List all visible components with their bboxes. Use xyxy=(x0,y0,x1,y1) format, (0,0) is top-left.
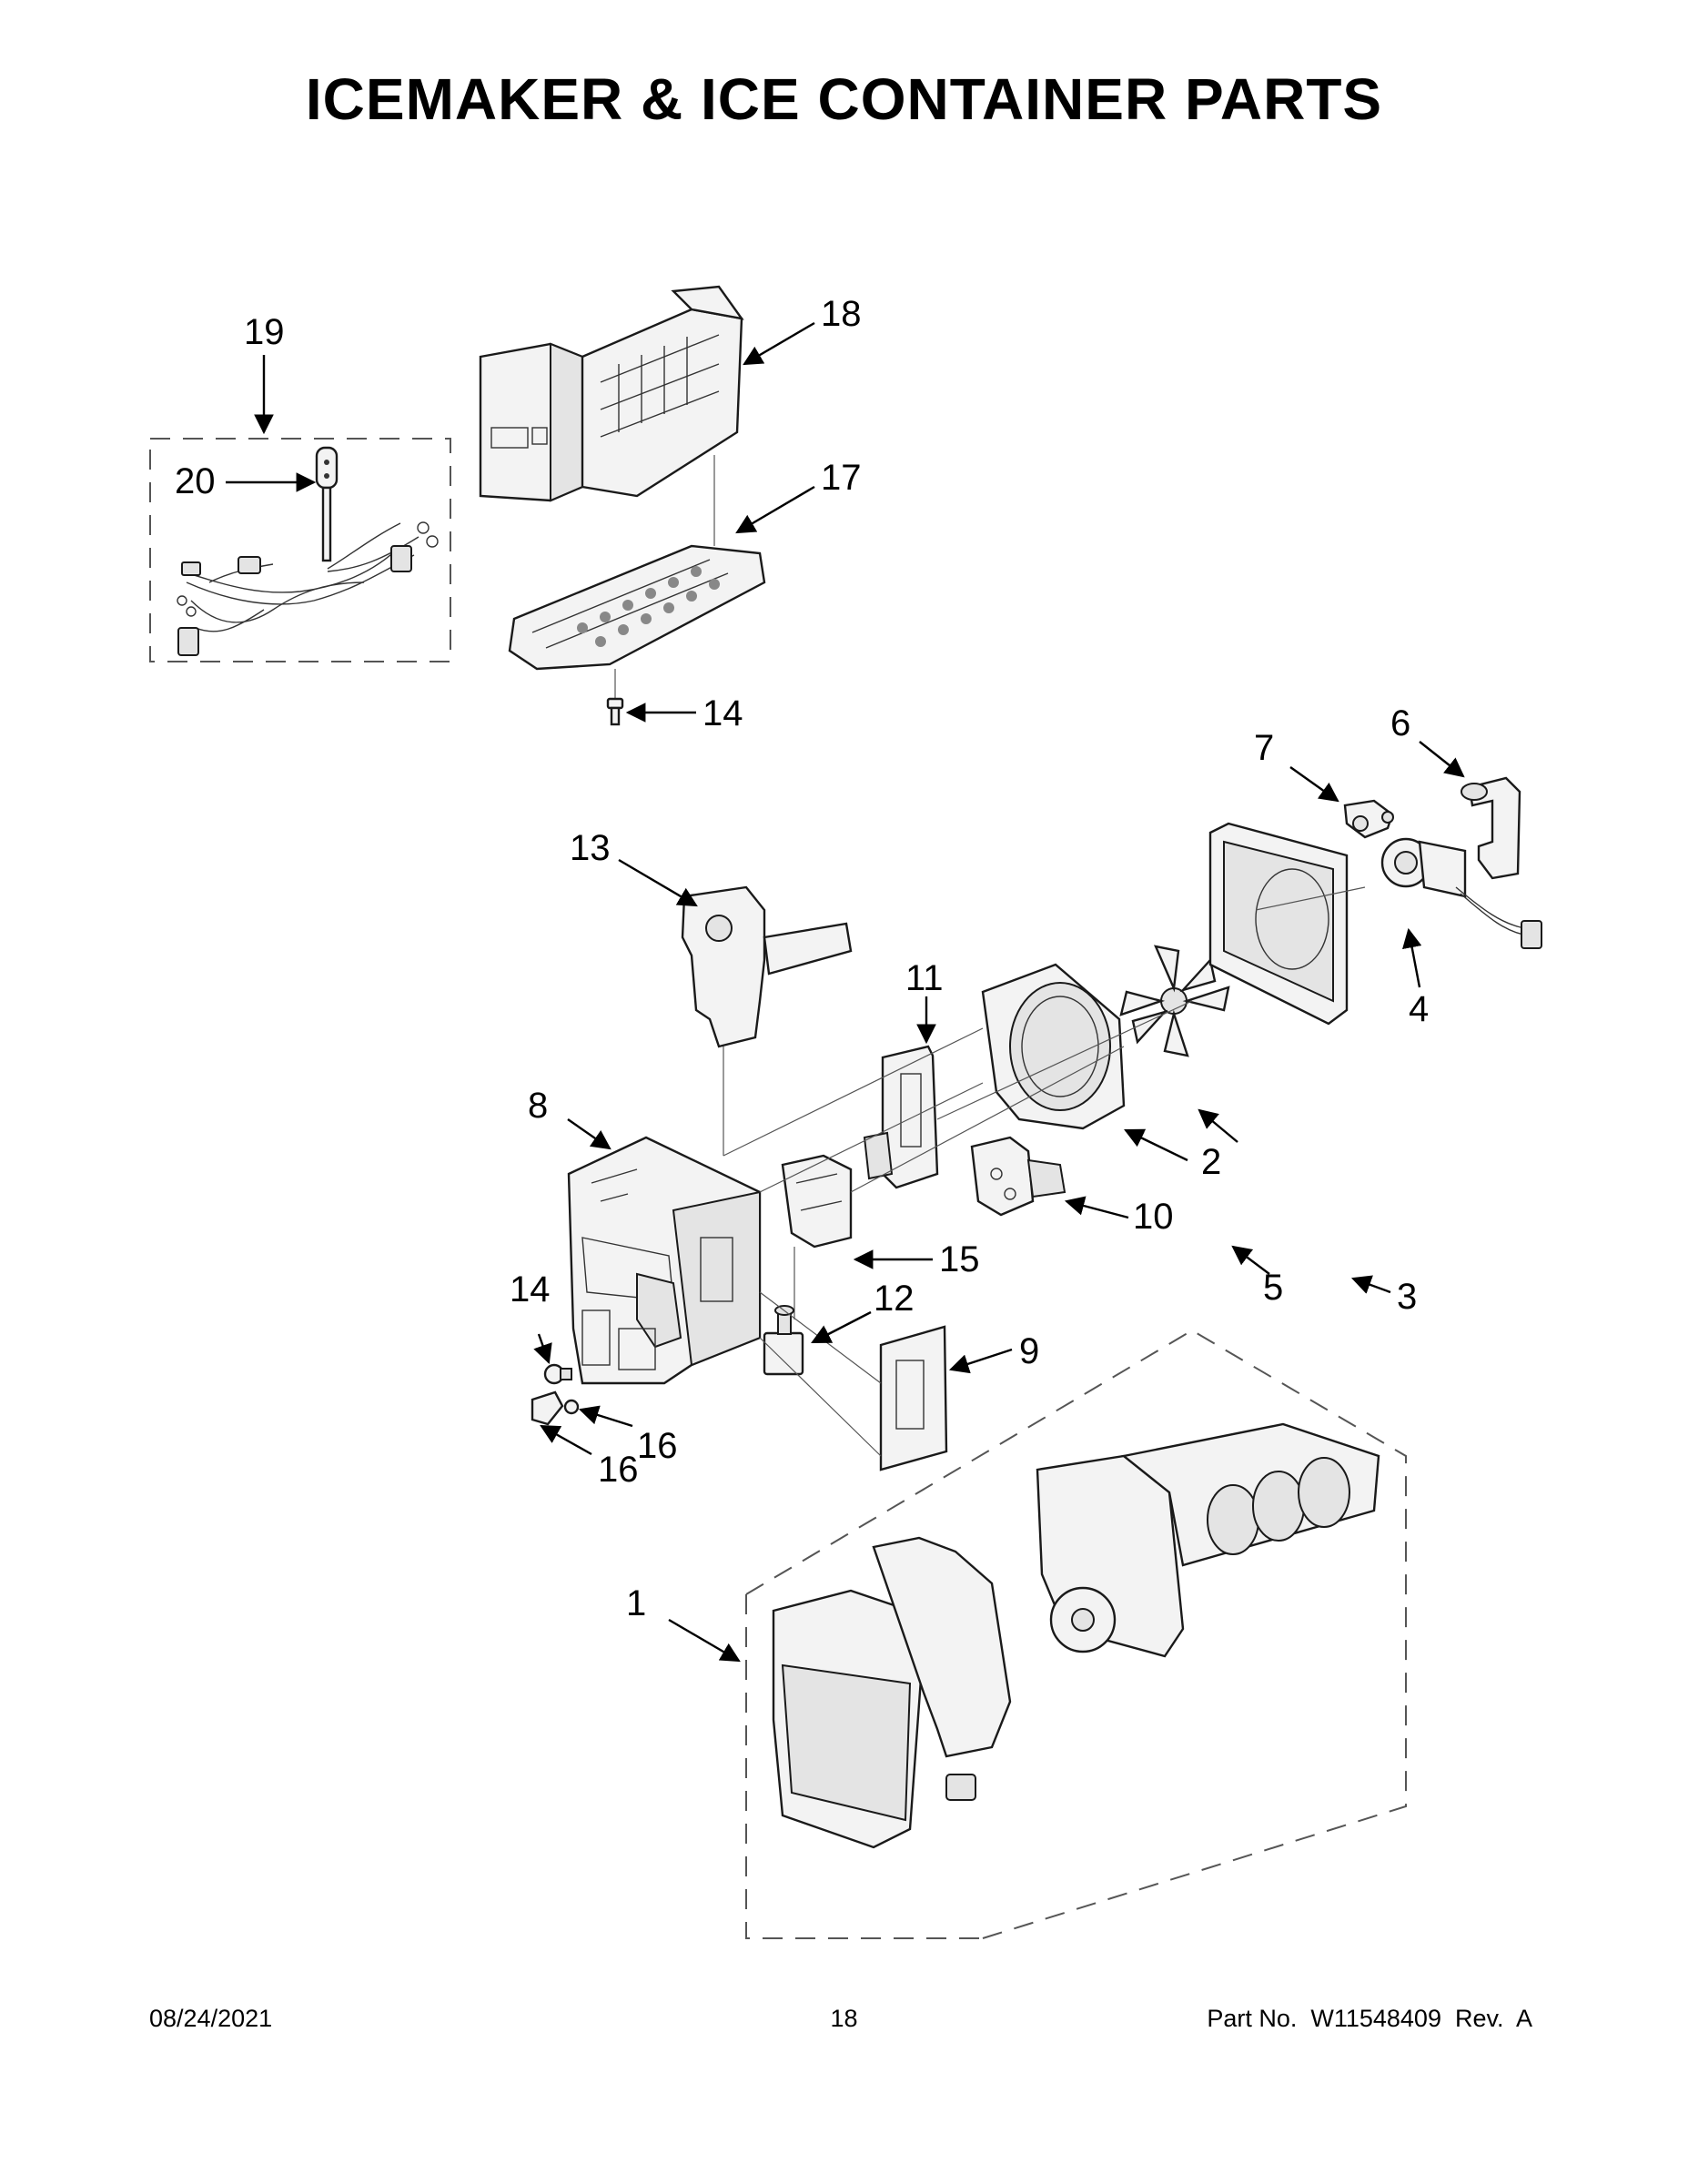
callout-13: 13 xyxy=(570,828,611,868)
fan-shroud-part xyxy=(981,963,1126,1130)
callout-15: 15 xyxy=(939,1239,980,1279)
callout-17: 16 xyxy=(598,1450,639,1490)
fan-blade-part xyxy=(1119,945,1230,1057)
callout-19: 18 xyxy=(821,294,862,334)
footer-page-number: 18 xyxy=(830,2005,858,2032)
wire-harness-kit xyxy=(149,438,451,662)
fan-housing-part xyxy=(1208,822,1366,1026)
fan-motor-part xyxy=(1380,837,1542,949)
callout-16: 16 xyxy=(637,1426,678,1466)
thermistor-part xyxy=(315,446,339,562)
screw-part-lower xyxy=(543,1363,572,1385)
callout-2: 2 xyxy=(1201,1142,1221,1182)
callout-12: 12 xyxy=(874,1279,915,1319)
screw-part xyxy=(606,697,624,726)
harness-wires xyxy=(177,521,439,656)
leader-lines xyxy=(226,321,1465,1663)
motor-clip-part xyxy=(1343,799,1394,839)
icemaker-assembly-part xyxy=(479,285,744,502)
assembly-alignment-lines xyxy=(723,1000,1193,1457)
auger-motor-part xyxy=(970,1136,1066,1217)
dispenser-housing-part xyxy=(567,1136,762,1385)
callout-9: 9 xyxy=(1019,1331,1039,1371)
callout-4: 4 xyxy=(1409,989,1429,1029)
motor-bracket-part xyxy=(1461,776,1521,880)
clip-part xyxy=(563,1399,580,1415)
callout-11: 11 xyxy=(905,958,944,998)
callout-labels: 19 20 18 17 14 13 11 8 2 10 15 12 9 5 3 … xyxy=(175,294,1429,1623)
lever-part xyxy=(531,1390,564,1426)
page-title: ICEMAKER & ICE CONTAINER PARTS xyxy=(305,66,1383,132)
cover-plate-part xyxy=(879,1325,948,1471)
solenoid-part xyxy=(763,1305,804,1376)
callout-14-lower: 14 xyxy=(510,1269,551,1309)
footer-part-number: Part No. W11548409 Rev. A xyxy=(1207,2005,1532,2032)
solenoid-bracket-part xyxy=(781,1154,853,1249)
callout-3: 3 xyxy=(1397,1277,1417,1317)
ice-chute-part xyxy=(681,885,853,1048)
callout-6: 6 xyxy=(1390,703,1410,743)
callout-21: 20 xyxy=(175,461,216,501)
callout-1: 1 xyxy=(626,1583,646,1623)
footer-date: 08/24/2021 xyxy=(149,2005,273,2032)
actuator-housing-part xyxy=(863,1045,939,1189)
ice-container-kit xyxy=(745,1329,1407,1939)
callout-14-top: 14 xyxy=(702,693,743,733)
callout-20: 19 xyxy=(244,312,285,352)
callout-18: 17 xyxy=(821,458,862,498)
callout-5: 5 xyxy=(1263,1268,1283,1308)
callout-10: 10 xyxy=(1133,1197,1174,1237)
ice-mold-tray-part xyxy=(508,544,766,671)
callout-8: 8 xyxy=(528,1086,548,1126)
callout-7: 7 xyxy=(1254,728,1274,768)
